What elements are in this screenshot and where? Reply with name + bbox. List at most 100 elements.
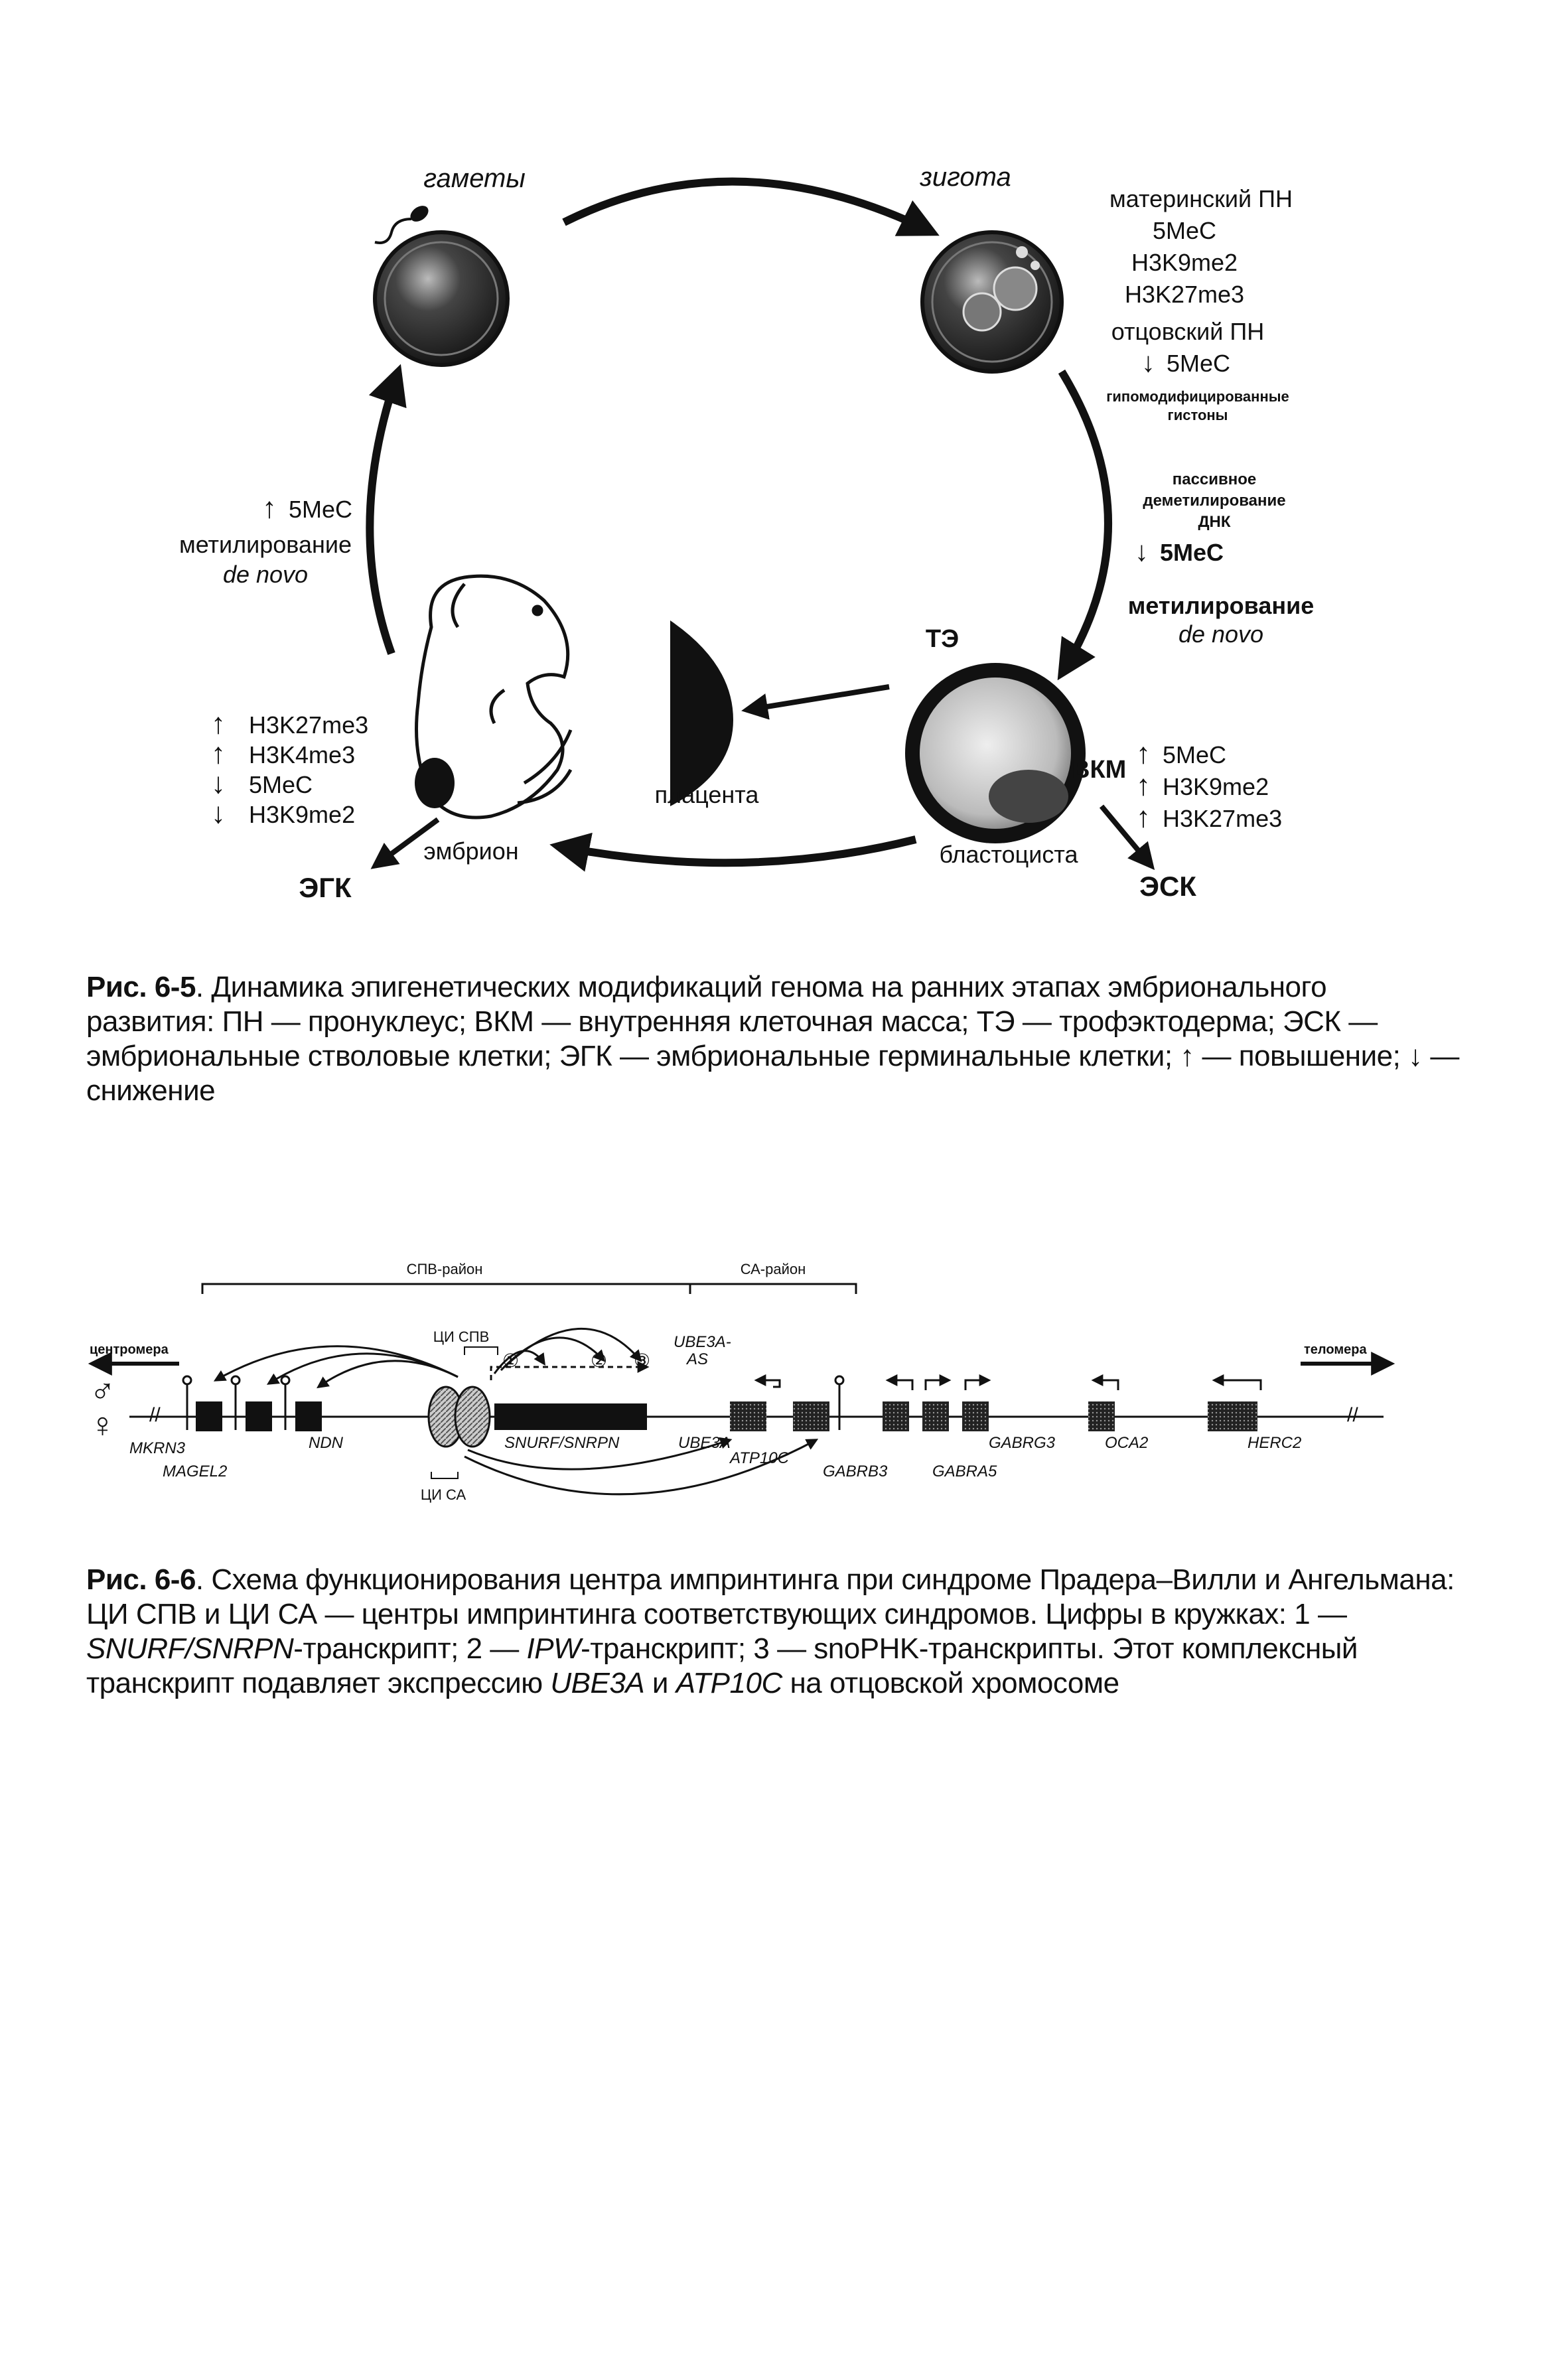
label-spv-region: СПВ-район	[407, 1261, 483, 1277]
sa-arrow-to-atp10c	[464, 1439, 819, 1496]
ic-arrow-to-magel2	[266, 1352, 459, 1385]
label-gabra5: GABRA5	[932, 1463, 997, 1480]
spv-region-bracket	[201, 1283, 691, 1294]
gene-ndn	[280, 1375, 322, 1431]
blastocyst-icon	[905, 663, 1086, 843]
ic-arrow-to-ndn	[317, 1360, 459, 1389]
label-zygote: зигота	[919, 163, 1011, 192]
caption-text: . Динамика эпигенетических модификаций г…	[86, 971, 1459, 1107]
label-snurf: SNURF/SNRPN	[504, 1434, 620, 1452]
label-magel2: MAGEL2	[163, 1463, 227, 1480]
down-arrow-icon: ↓	[1135, 536, 1149, 567]
arrow-zygote-to-blastocyst	[1057, 369, 1112, 681]
label-blast-h3k27: H3K27me3	[1163, 805, 1282, 832]
label-denovo-left-1: метилирование	[179, 531, 352, 558]
up-arrow-icon: ↑	[211, 707, 226, 740]
caption-fig-6-5: Рис. 6-5. Динамика эпигенетических модиф…	[86, 970, 1460, 1108]
ic-arrow-3	[503, 1327, 642, 1368]
label-atp10c: ATP10C	[729, 1449, 790, 1467]
label-gametes: гаметы	[423, 164, 526, 193]
gene-gabrb3	[883, 1374, 914, 1431]
zygote-icon	[920, 230, 1064, 374]
label-embryo: эмбрион	[423, 837, 518, 865]
label-blast-h3k9: H3K9me2	[1163, 773, 1269, 800]
arrow-gametes-to-zygote	[562, 177, 940, 236]
arrow-to-egk	[370, 817, 440, 869]
label-herc2: HERC2	[1247, 1434, 1301, 1452]
label-emb-h3k4: H3K4me3	[249, 741, 355, 768]
gene-oca2	[1088, 1374, 1119, 1431]
label-centromere: центромера	[90, 1342, 169, 1357]
label-egk: ЭГК	[299, 872, 352, 903]
up-arrow-icon: ↑	[1136, 769, 1151, 802]
marker-2: ②	[591, 1350, 607, 1371]
label-blastocyst: бластоциста	[940, 841, 1079, 868]
label-gabrb3: GABRB3	[823, 1463, 888, 1480]
label-ndn: NDN	[309, 1434, 344, 1452]
label-maternal-pn: материнский ПН	[1109, 185, 1293, 212]
label-paternal-pn: отцовский ПН	[1111, 318, 1265, 345]
female-icon: ♀	[90, 1406, 115, 1445]
label-m-5mec: 5MeC	[1153, 217, 1216, 244]
marker-1: ①	[502, 1350, 519, 1371]
embryo-icon	[415, 574, 573, 820]
placenta-icon	[670, 620, 733, 806]
label-ube3a-as-2: AS	[685, 1350, 708, 1368]
label-esk: ЭСК	[1139, 871, 1196, 902]
snurf-transcript-arrow	[490, 1361, 650, 1380]
label-placenta: плацента	[655, 781, 760, 808]
gene-gabrg3	[962, 1374, 991, 1431]
ci-spv-bracket	[464, 1346, 498, 1355]
label-hypo-1: гипомодифицированные	[1106, 388, 1289, 405]
male-icon: ♂	[90, 1371, 115, 1409]
label-passive-1: пассивное	[1173, 470, 1257, 488]
arrow-embryo-to-gametes	[366, 364, 407, 656]
label-m-h3k27: H3K27me3	[1125, 281, 1244, 308]
imprinting-center-icon	[427, 1386, 491, 1448]
arrow-blastocyst-to-embryo	[549, 832, 917, 872]
label-ube3a-as-1: UBE3A-	[674, 1333, 731, 1351]
oocyte-icon	[373, 230, 510, 367]
marker-3: ③	[634, 1350, 650, 1371]
caption-fig-6-6: Рис. 6-6. Схема функционирования центра …	[86, 1563, 1455, 1699]
down-arrow-icon: ↓	[211, 767, 226, 800]
caption-ref: Рис. 6-6	[86, 1563, 196, 1596]
gene-mkrn3	[182, 1375, 222, 1431]
arrow-to-placenta	[741, 684, 890, 720]
label-p-5mec: 5MeC	[1167, 350, 1230, 377]
label-emb-h3k27: H3K27me3	[249, 711, 368, 739]
label-ci-sa: ЦИ СА	[421, 1486, 466, 1503]
gene-atp10c	[793, 1401, 829, 1431]
gene-ube3a	[730, 1401, 766, 1431]
up-arrow-icon: ↑	[1136, 737, 1151, 770]
label-passive-2: деметилирование	[1143, 492, 1285, 510]
label-left-5mec: 5MeC	[289, 496, 352, 523]
label-emb-5mec: 5MeC	[249, 771, 313, 798]
label-emb-h3k9: H3K9me2	[249, 801, 355, 828]
sa-region-bracket	[690, 1283, 857, 1294]
break-mark-right: //	[1347, 1404, 1358, 1426]
label-sa-region: СА-район	[741, 1261, 806, 1277]
label-passive-5mec: 5MeC	[1160, 539, 1224, 566]
label-oca2: OCA2	[1105, 1434, 1148, 1452]
gene-herc2	[1208, 1374, 1262, 1431]
arrow-to-esk	[1099, 804, 1155, 871]
label-m-h3k9: H3K9me2	[1131, 249, 1238, 276]
label-gabrg3: GABRG3	[989, 1434, 1056, 1452]
label-ube3a: UBE3A	[678, 1434, 731, 1452]
sa-arrow-to-ube3a	[467, 1437, 733, 1470]
figure-6-5: гаметы зигота материнский ПН 5MeC H3K9me…	[179, 163, 1315, 903]
label-mkrn3: MKRN3	[129, 1439, 186, 1457]
sperm-icon	[374, 206, 429, 244]
label-denovo-right-1: метилирование	[1128, 592, 1315, 619]
label-blast-5mec: 5MeC	[1163, 741, 1226, 768]
figure-6-6: СПВ-район СА-район центромера теломера ♂…	[88, 1261, 1395, 1503]
down-arrow-icon: ↓	[1141, 346, 1155, 378]
gene-snurf-snrpn	[494, 1403, 647, 1430]
ci-sa-bracket	[431, 1472, 459, 1479]
label-te: ТЭ	[926, 625, 959, 653]
label-denovo-left-2: de novo	[223, 561, 308, 588]
label-passive-3: ДНК	[1198, 513, 1230, 531]
embryo-gonad-icon	[415, 758, 455, 808]
up-arrow-icon: ↑	[1136, 801, 1151, 833]
